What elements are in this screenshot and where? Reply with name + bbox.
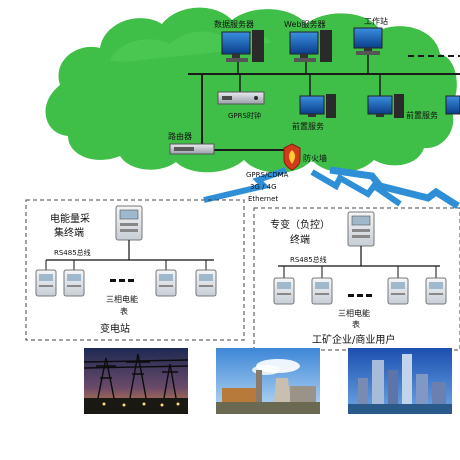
right-meter-1-icon [273,277,295,305]
front-server-3-icon [445,95,460,115]
right-meter-line-2: 表 [352,319,360,329]
wireless-link-right-icon [329,166,460,209]
left-meter-2-icon [63,269,85,297]
channel-line-2: 3G / 4G [250,183,277,191]
front-server-1-label: 前置服务 [292,121,324,131]
workstation-label: 工作站 [364,16,388,26]
gprs-clock-icon [217,91,265,105]
right-ellipsis [348,294,372,297]
router-label: 路由器 [168,131,192,141]
right-meter-2-icon [311,277,333,305]
left-meter-4-icon [195,269,217,297]
right-site-label: 工矿企业/商业用户 [312,333,395,346]
right-terminal-line-2: 终端 [290,233,310,246]
industrial-plant-photo [216,348,320,414]
wireless-link-left-icon [203,167,288,203]
gprs-clock-label: GPRS时钟 [228,111,261,120]
data-server-icon [221,30,264,62]
channel-line-3: Ethernet [248,195,278,203]
left-site-label: 变电站 [100,322,130,335]
channel-line-1: GPRS/CDMA [246,171,289,179]
web-server-icon [289,30,332,62]
substation-photo [84,348,188,414]
router-icon [169,143,215,155]
left-panel-border [25,199,245,341]
workstation-icon [353,27,383,55]
left-meter-3-icon [155,269,177,297]
front-server-1-icon [299,94,336,118]
firewall-icon [283,143,301,171]
left-terminal-line-1: 电能量采 [50,212,90,225]
network-cloud [45,7,457,173]
city-skyline-photo [348,348,452,414]
right-terminal-icon [347,211,375,247]
firewall-label: 防火墙 [303,153,327,163]
left-meter-line-2: 表 [120,306,128,316]
left-rs485-label: RS485总线 [54,248,91,257]
front-server-2-label: 前置服务 [406,110,438,120]
left-terminal-icon [115,205,143,241]
left-meter-1-icon [35,269,57,297]
data-server-label: 数据服务器 [214,19,254,29]
web-server-label: Web服务器 [284,19,325,29]
front-server-2-icon [367,94,404,118]
right-terminal-line-1: 专变（负控） [270,218,330,231]
right-meter-4-icon [425,277,447,305]
left-ellipsis [110,279,134,282]
left-terminal-line-2: 集终端 [54,226,84,239]
right-meter-line-1: 三相电能 [338,308,370,318]
right-meter-3-icon [387,277,409,305]
left-meter-line-1: 三相电能 [106,294,138,304]
right-rs485-label: RS485总线 [290,255,327,264]
